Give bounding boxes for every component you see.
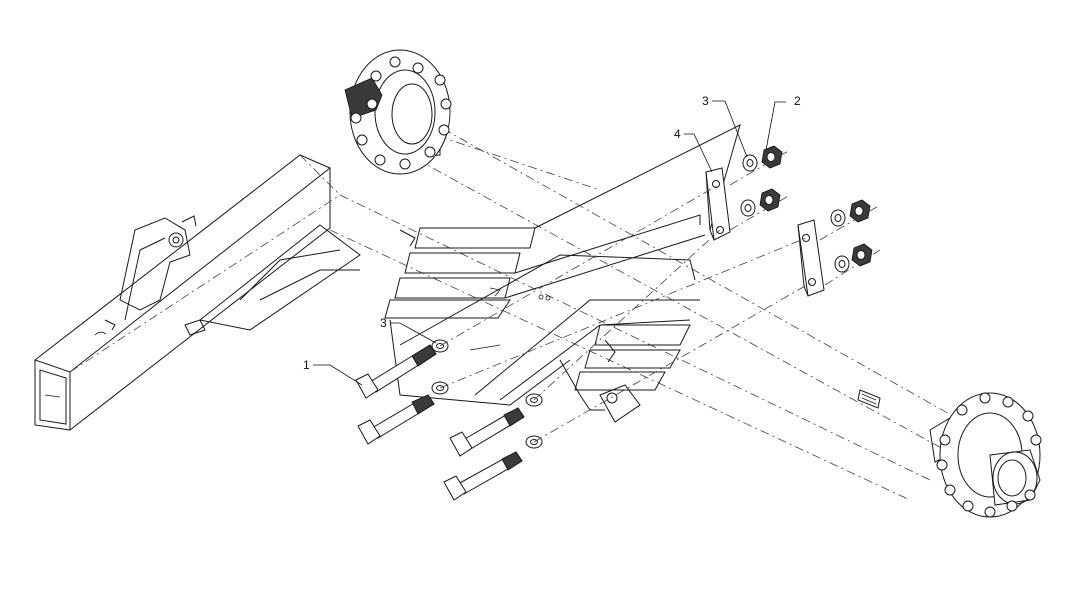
callout-3a: 3 bbox=[702, 94, 748, 158]
callout-1-label: 1 bbox=[303, 358, 310, 372]
spring-bracket bbox=[384, 124, 741, 423]
left-wheel-hub bbox=[344, 49, 452, 175]
bolt-4 bbox=[443, 451, 523, 501]
bolt-2 bbox=[357, 394, 435, 445]
callout-4-label: 4 bbox=[674, 127, 681, 141]
callout-3b: 3 bbox=[380, 316, 437, 344]
upper-washers-nuts bbox=[439, 145, 881, 443]
callout-2-label: 2 bbox=[794, 94, 801, 108]
right-wheel-hub bbox=[936, 392, 1042, 518]
callout-1: 1 bbox=[303, 358, 363, 386]
callout-2: 2 bbox=[765, 94, 801, 151]
callout-3b-label: 3 bbox=[380, 316, 387, 330]
bolt-3 bbox=[449, 407, 525, 457]
callouts: 1 2 3 3 4 bbox=[303, 94, 801, 386]
u-bolts bbox=[355, 344, 525, 501]
callout-4: 4 bbox=[674, 127, 713, 173]
bolt-1 bbox=[355, 344, 437, 399]
chassis-frame bbox=[33, 154, 361, 431]
clamp-plates bbox=[705, 167, 825, 297]
callout-3a-label: 3 bbox=[702, 94, 709, 108]
